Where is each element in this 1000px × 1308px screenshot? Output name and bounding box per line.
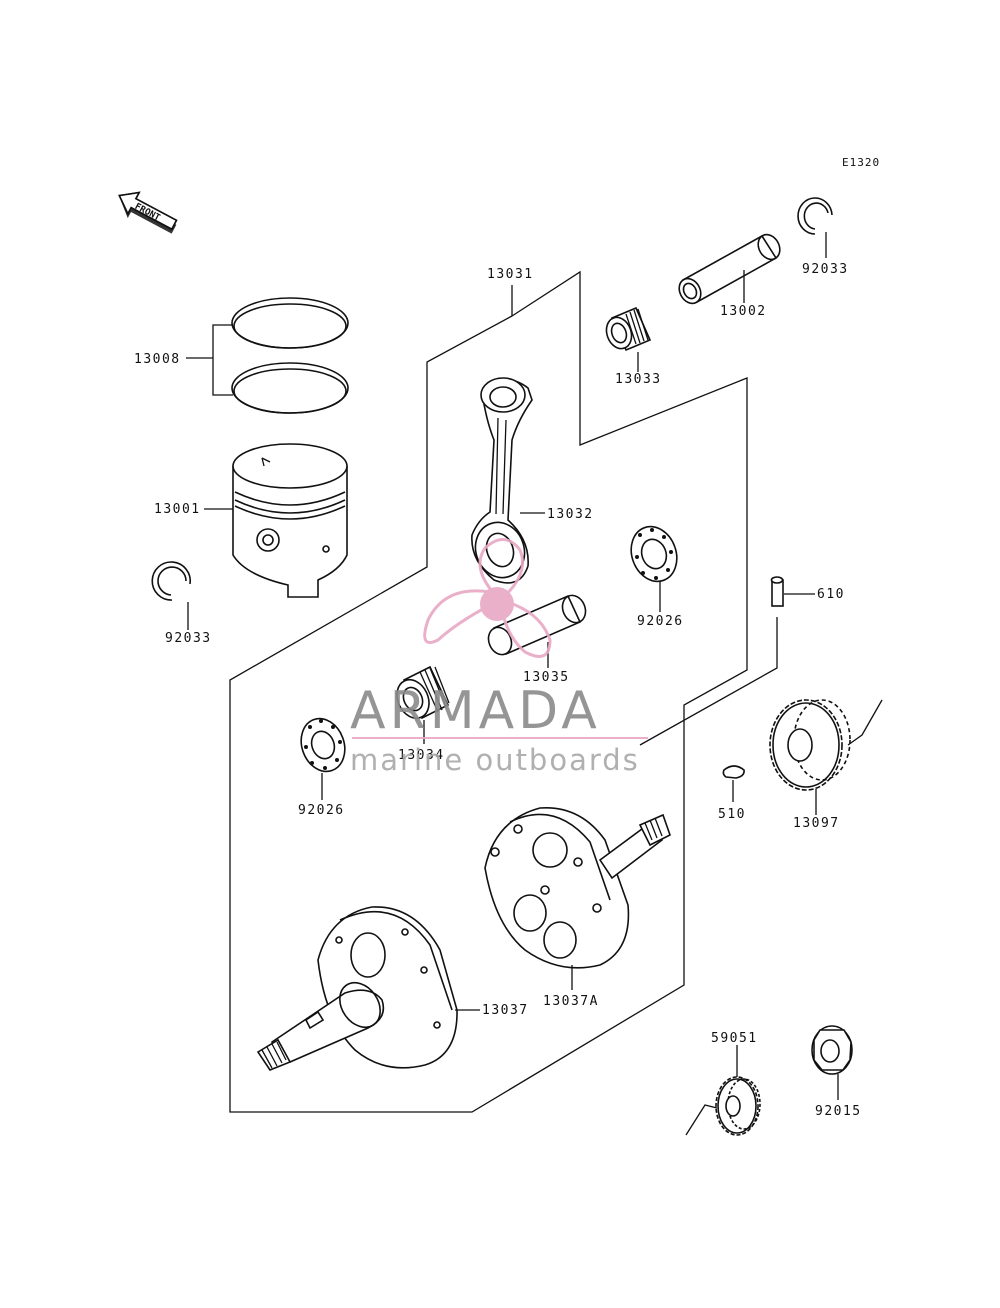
label-92026-right: 92026 [637,614,684,629]
needle-bearing-large [396,665,450,720]
thrust-washer-right [630,525,678,583]
woodruff-key [722,765,745,779]
circlip-right [797,197,833,235]
front-arrow-icon: FRONT [118,191,178,234]
watermark-brand: ARMADA [350,681,601,741]
propeller-logo-icon [423,538,552,658]
circlip-left [151,561,192,601]
label-13032: 13032 [547,507,594,522]
label-59051: 59051 [711,1031,758,1046]
thrust-washer-left [300,717,346,773]
pump-gear [715,1076,761,1136]
label-13033: 13033 [615,372,662,387]
diagram-code: E1320 [842,156,880,169]
assembly-boundary [229,270,748,1113]
label-92015: 92015 [815,1104,862,1119]
label-13008: 13008 [134,352,181,367]
watermark: ARMADA marine outboards [350,538,648,777]
label-13037: 13037 [482,1003,529,1018]
label-13031: 13031 [487,267,534,282]
label-13001: 13001 [154,502,201,517]
needle-bearing-small [605,306,652,352]
label-610: 610 [817,587,845,602]
crankshaft-right-half [484,807,671,969]
label-13002: 13002 [720,304,767,319]
label-13034: 13034 [398,748,445,763]
dowel-pin [770,576,784,607]
piston [232,443,348,598]
label-92033-right: 92033 [802,262,849,277]
label-13037A: 13037A [543,994,599,1009]
label-13035: 13035 [523,670,570,685]
piston-rings [186,297,349,414]
label-92033-left: 92033 [165,631,212,646]
flange-nut [811,1025,853,1075]
label-510: 510 [718,807,746,822]
label-13097: 13097 [793,816,840,831]
piston-pin [678,233,781,305]
watermark-tagline: marine outboards [350,743,640,777]
label-92026-left: 92026 [298,803,345,818]
crankshaft-left-half [256,906,458,1071]
crank-gear [769,699,851,791]
